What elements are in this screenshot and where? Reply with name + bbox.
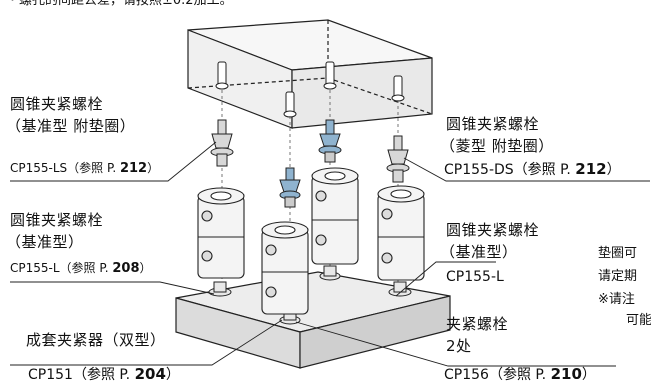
ref-cp151-prefix: （参照 P. [72, 367, 135, 383]
page-ds: 212 [575, 160, 607, 178]
label-l-left-type: （基准型） [6, 233, 84, 251]
label-cp151-name: 成套夹紧器（双型） [26, 331, 166, 349]
top-note: ・螺孔的间距公差，请按照±0.2加工。 [6, 0, 233, 8]
page-cp151: 204 [134, 365, 166, 383]
taper-bolts [210, 119, 410, 208]
side-note-1: 垫圈可 [598, 246, 638, 261]
model-l-right: CP155-L [446, 269, 504, 285]
ref-l-left-prefix: （参照 P. [59, 261, 113, 275]
page-cp156: 210 [550, 365, 582, 383]
label-cp156-ref: CP156（参照 P. 210） [444, 366, 596, 383]
side-note-4: 可能 [626, 313, 651, 328]
page-ls: 212 [119, 161, 148, 176]
model-ls: CP155-LS [10, 161, 68, 175]
side-note-3: ※请注 [598, 292, 635, 307]
ref-cp156-suffix: ） [581, 367, 596, 383]
clamp-body-front [261, 221, 309, 315]
ref-ls-prefix: （参照 P. [67, 161, 120, 175]
clamp-body-right [377, 185, 425, 281]
model-cp156: CP156 [444, 367, 489, 383]
taper-bolt-blue-back [318, 119, 342, 163]
plate-bolts [208, 265, 412, 325]
side-note-2: 请定期 [598, 269, 638, 284]
leader-lines [10, 141, 650, 367]
ref-cp156-prefix: （参照 P. [488, 367, 551, 383]
label-cp151-ref: CP151（参照 P. 204） [28, 366, 180, 383]
label-ds-type: （菱型 附垫圈） [440, 137, 554, 155]
ref-cp151-suffix: ） [165, 367, 180, 383]
label-l-left-ref: CP155-L（参照 P. 208） [10, 261, 152, 276]
block-holes [215, 61, 405, 118]
label-l-right-name: 圆锥夹紧螺栓 [446, 221, 540, 239]
clamp-body-back [311, 167, 359, 265]
label-l-left-name: 圆锥夹紧螺栓 [10, 211, 104, 229]
ref-ls-suffix: ） [147, 161, 160, 175]
label-l-right-type: （基准型） [440, 243, 518, 261]
label-ds-ref: CP155-DS（参照 P. 212） [444, 161, 621, 178]
model-ds: CP155-DS [444, 162, 514, 178]
page-l-left: 208 [112, 261, 140, 276]
base-plate [175, 271, 451, 369]
ref-ds-prefix: （参照 P. [513, 162, 576, 178]
taper-bolt-ds [386, 135, 410, 183]
ref-ds-suffix: ） [606, 162, 621, 178]
label-ds-name: 圆锥夹紧螺栓 [446, 115, 540, 133]
model-cp151: CP151 [28, 367, 73, 383]
taper-bolt-ls [210, 119, 234, 167]
clamp-body-left [197, 187, 245, 279]
taper-bolt-blue-front [279, 167, 301, 208]
ref-l-left-suffix: ） [139, 261, 152, 275]
label-ls-ref: CP155-LS（参照 P. 212） [10, 161, 160, 176]
label-ls-name: 圆锥夹紧螺栓 [10, 95, 104, 113]
label-cp156-name: 夹紧螺栓 [446, 315, 509, 333]
clamp-bodies [197, 167, 425, 315]
model-l-left: CP155-L [10, 261, 60, 275]
label-cp156-count: 2处 [446, 337, 472, 355]
label-ls-type: （基准型 附垫圈） [6, 117, 136, 135]
